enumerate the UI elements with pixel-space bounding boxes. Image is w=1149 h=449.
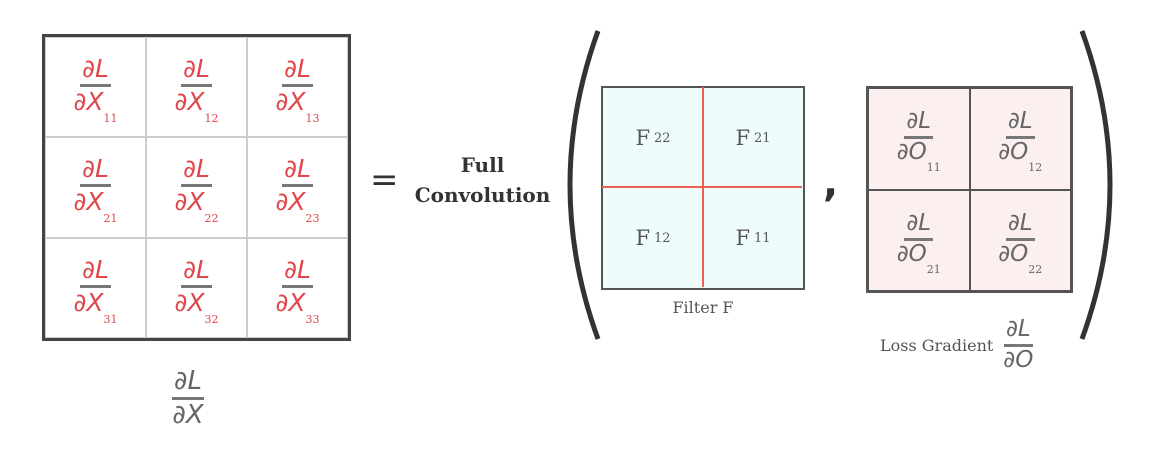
denominator: ∂O12 — [998, 139, 1042, 173]
filter-symbol: F — [735, 126, 751, 150]
numerator: ∂L — [1005, 110, 1035, 140]
subscript: 11 — [926, 161, 941, 175]
denominator-symbol: ∂O — [998, 240, 1029, 267]
subscript: 31 — [103, 312, 118, 326]
subscript: 32 — [204, 312, 219, 326]
denominator: ∂X32 — [174, 287, 218, 325]
input-gradient-cell: ∂L∂X12 — [146, 37, 247, 138]
input-gradient-cell: ∂L∂X33 — [247, 237, 348, 338]
numerator: ∂L — [904, 211, 934, 241]
operation-line1: Full — [460, 153, 505, 177]
subscript: 11 — [754, 230, 771, 246]
numerator: ∂L — [1005, 211, 1035, 241]
input-gradient-cell: ∂L∂X13 — [247, 37, 348, 138]
denominator: ∂X22 — [174, 187, 218, 224]
equals-sign: = — [370, 160, 399, 200]
subscript: 12 — [204, 112, 219, 126]
denominator: ∂X23 — [275, 187, 319, 224]
loss-gradient-label: Loss Gradient ∂L∂O — [880, 318, 1033, 372]
loss-gradient-cell: ∂L∂O11 — [868, 88, 970, 190]
subscript: 12 — [654, 230, 671, 246]
denominator-symbol: ∂X — [73, 287, 104, 317]
subscript: 22 — [204, 212, 219, 226]
loss-gradient-text: Loss Gradient — [880, 335, 994, 355]
filter-label: Filter F — [672, 298, 734, 317]
numerator: ∂L — [282, 257, 313, 288]
numerator: ∂L — [80, 257, 111, 288]
numerator: ∂L — [80, 156, 111, 188]
operation-line2: Convolution — [414, 183, 551, 207]
filter-symbol: F — [635, 226, 651, 250]
subscript: 21 — [926, 262, 941, 276]
subscript: 21 — [103, 212, 118, 226]
subscript: 22 — [654, 130, 671, 146]
denominator: ∂X31 — [73, 287, 117, 325]
denominator: ∂X21 — [73, 187, 117, 224]
denominator: ∂X11 — [73, 87, 117, 124]
input-gradient-cell: ∂L∂X21 — [45, 137, 146, 238]
denominator-symbol: ∂X — [174, 287, 205, 317]
denominator: ∂X13 — [275, 87, 319, 124]
denominator-symbol: ∂X — [275, 187, 306, 217]
denominator-symbol: ∂X — [174, 187, 205, 217]
numerator: ∂L — [181, 56, 212, 88]
loss-gradient-matrix: ∂L∂O11∂L∂O12∂L∂O21∂L∂O22 — [866, 86, 1073, 293]
numerator: ∂L — [282, 156, 313, 188]
denominator: ∂X33 — [275, 287, 319, 325]
denominator-symbol: ∂X — [73, 87, 104, 117]
denominator: ∂O — [1003, 347, 1034, 373]
denominator: ∂X — [172, 400, 204, 430]
denominator-symbol: ∂X — [275, 87, 306, 117]
input-gradient-cell: ∂L∂X23 — [247, 137, 348, 238]
loss-gradient-cell: ∂L∂O21 — [868, 189, 970, 291]
loss-gradient-cell: ∂L∂O22 — [969, 189, 1071, 291]
denominator: ∂O22 — [998, 240, 1042, 274]
denominator-symbol: ∂O — [998, 139, 1029, 166]
numerator: ∂L — [181, 257, 212, 288]
input-gradient-cell: ∂L∂X11 — [45, 37, 146, 138]
input-gradient-cell: ∂L∂X22 — [146, 137, 247, 238]
filter-divider-horizontal — [602, 186, 802, 188]
denominator: ∂O21 — [896, 240, 941, 274]
denominator-symbol: ∂O — [896, 240, 927, 267]
subscript: 11 — [103, 112, 118, 126]
left-parenthesis — [567, 30, 601, 340]
numerator: ∂L — [80, 56, 111, 88]
denominator: ∂X12 — [174, 87, 218, 124]
input-gradient-label: ∂L∂X — [172, 366, 204, 428]
comma-separator: , — [823, 160, 839, 206]
right-parenthesis — [1079, 30, 1113, 340]
subscript: 13 — [305, 112, 320, 126]
operation-label: Full Convolution — [410, 150, 555, 210]
subscript: 23 — [305, 212, 320, 226]
numerator: ∂L — [181, 156, 212, 188]
numerator: ∂L — [1003, 318, 1033, 347]
subscript: 12 — [1028, 161, 1043, 175]
numerator: ∂L — [282, 56, 313, 88]
denominator-symbol: ∂O — [896, 139, 927, 166]
filter-symbol: F — [635, 126, 651, 150]
input-gradient-cell: ∂L∂X31 — [45, 237, 146, 338]
numerator: ∂L — [904, 110, 934, 140]
denominator-symbol: ∂X — [73, 187, 104, 217]
denominator-symbol: ∂X — [174, 87, 205, 117]
numerator: ∂L — [172, 368, 204, 400]
loss-gradient-cell: ∂L∂O12 — [969, 88, 1071, 190]
filter-symbol: F — [735, 226, 751, 250]
input-gradient-matrix: ∂L∂X11∂L∂X12∂L∂X13∂L∂X21∂L∂X22∂L∂X23∂L∂X… — [42, 34, 351, 341]
subscript: 22 — [1028, 262, 1043, 276]
denominator-symbol: ∂X — [275, 287, 306, 317]
input-gradient-cell: ∂L∂X32 — [146, 237, 247, 338]
subscript: 21 — [754, 130, 771, 146]
denominator: ∂O11 — [896, 139, 941, 173]
subscript: 33 — [305, 312, 320, 326]
